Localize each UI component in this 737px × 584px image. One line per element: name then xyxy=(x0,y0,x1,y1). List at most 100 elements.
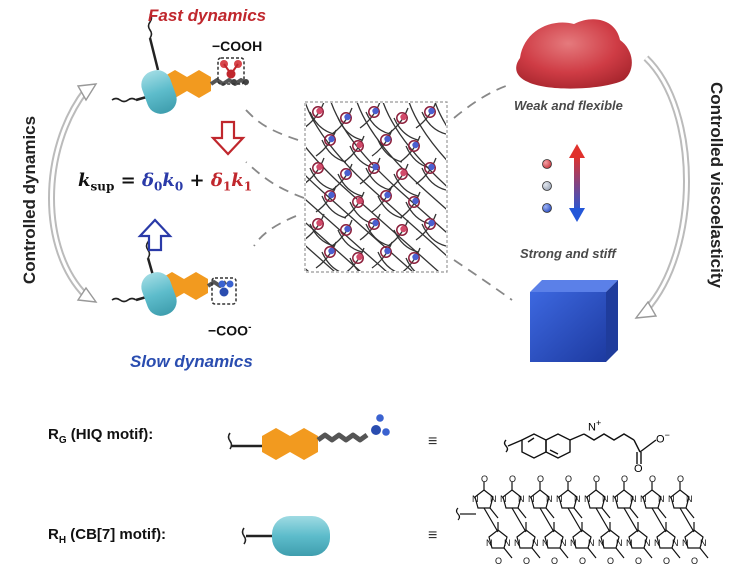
cb7-oxygen: O xyxy=(481,474,489,484)
gradient-arrow-down xyxy=(569,208,585,222)
cb7-nitrogen: N xyxy=(602,494,609,504)
network-host-ring xyxy=(340,224,352,236)
rg-name: (HIQ motif): xyxy=(66,426,154,443)
cb7-nitrogen: N xyxy=(682,538,689,548)
equiv-sign-rg: ≡ xyxy=(428,433,438,450)
network-guest-dot xyxy=(344,169,351,177)
coo-label: −COO- xyxy=(208,322,251,339)
network-guest-dot xyxy=(412,141,419,149)
eq-k1-sub: 1 xyxy=(243,179,253,194)
cb7-nitrogen: N xyxy=(528,494,535,504)
network-host-ring xyxy=(324,190,336,202)
cb7-nitrogen: N xyxy=(668,494,675,504)
network-guest-dot xyxy=(400,113,407,121)
strong-stiff-label: Strong and stiff xyxy=(520,246,616,261)
weak-flexible-label: Weak and flexible xyxy=(514,98,623,113)
eq-k: k xyxy=(78,170,91,191)
dot-red xyxy=(542,159,552,169)
rg-motif-label: RG (HIQ motif): xyxy=(48,426,153,446)
cb7-oxygen: O xyxy=(663,556,671,566)
network-host-ring xyxy=(380,134,392,146)
network-guest-dot xyxy=(384,247,391,255)
rh-motif-cartoon xyxy=(241,516,330,556)
rg-letter: R xyxy=(48,426,59,443)
cb7-oxygen: O xyxy=(523,556,531,566)
eq-delta1-sub: 1 xyxy=(222,179,232,194)
cb7-nitrogen: N xyxy=(504,538,511,548)
cb7-oxygen: O xyxy=(593,474,601,484)
network-guest-dot xyxy=(328,191,335,199)
network-host-ring xyxy=(368,218,380,230)
down-arrow-red xyxy=(210,120,246,156)
coo-charge: - xyxy=(248,322,252,333)
cb7-oxygen: O xyxy=(607,556,615,566)
rg-motif-cartoon xyxy=(227,414,390,460)
dash-connector-5 xyxy=(453,259,513,301)
cb7-oxygen: O xyxy=(537,474,545,484)
rate-equation: ksup = δ0k0 + δ1k1 xyxy=(78,170,252,194)
network-guest-dot xyxy=(316,107,323,115)
fast-construct xyxy=(111,13,249,114)
cb7-oxygen: O xyxy=(565,474,573,484)
network-host-ring xyxy=(424,162,436,174)
cb7-nitrogen: N xyxy=(612,494,619,504)
network-guest-dot xyxy=(428,163,435,171)
network-host-ring xyxy=(396,224,408,236)
network-host-ring xyxy=(312,106,324,118)
network-host-ring xyxy=(408,140,420,152)
hiq-n-plus: N+ xyxy=(588,418,601,434)
dash-connector-1 xyxy=(243,107,299,141)
network-host-ring xyxy=(312,218,324,230)
controlled-dynamics-label: Controlled dynamics xyxy=(20,115,39,285)
coo-text: −COO xyxy=(208,322,249,339)
cb7-nitrogen: N xyxy=(616,538,623,548)
cb7-nitrogen: N xyxy=(560,538,567,548)
network-guest-dot xyxy=(384,191,391,199)
hiq-o-minus: O− xyxy=(656,430,670,446)
cb7-nitrogen: N xyxy=(588,538,595,548)
network-guest-dot xyxy=(428,107,435,115)
squiggle-left xyxy=(111,97,137,103)
alkyl-chain xyxy=(209,78,249,86)
cooh-label: −COOH xyxy=(212,38,263,54)
network-host-ring xyxy=(352,140,364,152)
network-host-ring xyxy=(408,252,420,264)
hiq-plus: + xyxy=(595,418,602,428)
cb7-nitrogen: N xyxy=(500,494,507,504)
squiggle-top xyxy=(147,13,153,39)
cb7-cylinder xyxy=(141,272,177,316)
dash-connector-4 xyxy=(453,83,513,119)
cb7-oxygen: O xyxy=(635,556,643,566)
network-host-ring xyxy=(380,246,392,258)
network-host-ring xyxy=(340,168,352,180)
cb7-oxygen: O xyxy=(677,474,685,484)
network-host-ring xyxy=(424,106,436,118)
cb7-nitrogen: N xyxy=(700,538,707,548)
network-guest-dot xyxy=(384,135,391,143)
weak-gel-blob xyxy=(516,19,632,89)
network-guest-dot xyxy=(344,113,351,121)
eq-delta0: δ xyxy=(141,170,154,191)
cb7-nitrogen: N xyxy=(640,494,647,504)
network-guest-dot xyxy=(372,219,379,227)
network-host-ring xyxy=(368,106,380,118)
cb7-nitrogen: N xyxy=(686,494,693,504)
dot-grey xyxy=(542,181,552,191)
eq-k0: k xyxy=(162,170,175,191)
cb7-structure xyxy=(455,482,709,559)
stiff-gel-cube xyxy=(530,280,618,362)
cb7-nitrogen: N xyxy=(472,494,479,504)
rh-letter: R xyxy=(48,526,59,543)
network-host-ring xyxy=(424,218,436,230)
network-host-ring xyxy=(396,112,408,124)
eq-k1: k xyxy=(231,170,244,191)
cb7-nitrogen: N xyxy=(630,494,637,504)
rh-motif-label: RH (CB[7] motif): xyxy=(48,526,166,546)
dot-blue xyxy=(542,203,552,213)
cb7-oxygen: O xyxy=(509,474,517,484)
cb7-nitrogen: N xyxy=(598,538,605,548)
cb7-nitrogen: N xyxy=(532,538,539,548)
cb7-oxygen: O xyxy=(691,556,699,566)
network-host-ring xyxy=(352,252,364,264)
